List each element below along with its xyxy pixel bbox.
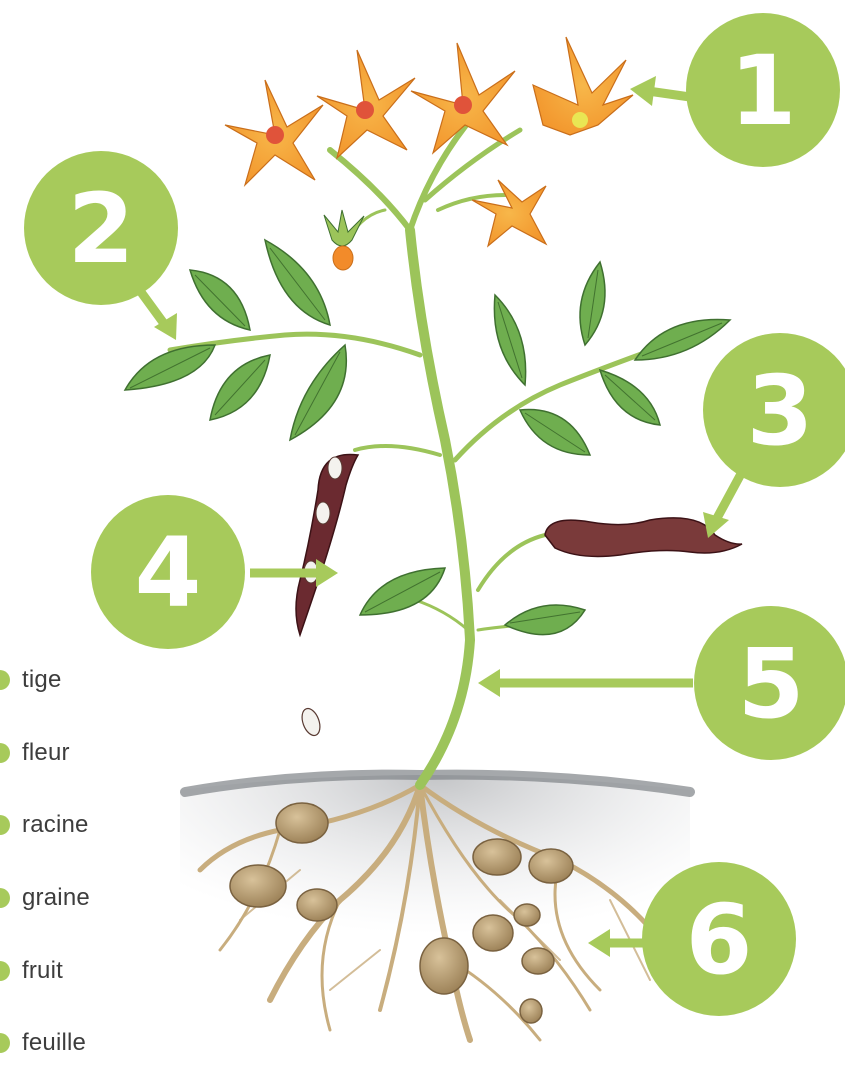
bullet-icon xyxy=(0,888,10,908)
badge-1: 1 xyxy=(686,13,840,167)
flowers xyxy=(225,37,633,270)
tuber xyxy=(473,915,513,951)
tuber xyxy=(522,948,554,974)
flower-bud xyxy=(324,210,364,270)
legend-label: racine xyxy=(22,811,89,839)
badge-2-number: 2 xyxy=(68,173,135,285)
arrow-1 xyxy=(630,76,690,106)
bullet-icon xyxy=(0,670,10,690)
tuber xyxy=(297,889,337,921)
tuber xyxy=(473,839,521,875)
leaf xyxy=(580,262,605,345)
legend-item-graine[interactable]: graine xyxy=(0,862,200,935)
bullet-icon xyxy=(0,961,10,981)
legend-label: fleur xyxy=(22,739,70,767)
bullet-icon xyxy=(0,815,10,835)
legend-label: feuille xyxy=(22,1029,86,1057)
badge-1-number: 1 xyxy=(730,35,797,147)
flower xyxy=(411,43,515,153)
main-stem xyxy=(410,230,470,785)
legend-label: graine xyxy=(22,884,90,912)
legend-label: fruit xyxy=(22,957,63,985)
pod-open xyxy=(296,454,358,635)
tuber xyxy=(230,865,286,907)
bullet-icon xyxy=(0,1033,10,1053)
flower xyxy=(317,50,415,158)
pods xyxy=(296,454,742,737)
legend-label: tige xyxy=(22,666,62,694)
bullet-icon xyxy=(0,743,10,763)
legend-item-feuille[interactable]: feuille xyxy=(0,1007,200,1080)
badge-5-number: 5 xyxy=(738,628,805,740)
badge-6-number: 6 xyxy=(686,884,753,996)
leaf xyxy=(265,240,330,325)
leaf xyxy=(505,605,585,635)
badge-6: 6 xyxy=(642,862,796,1016)
badge-5: 5 xyxy=(694,606,845,760)
arrow-3 xyxy=(703,472,742,538)
tuber xyxy=(529,849,573,883)
badge-2: 2 xyxy=(24,151,178,305)
arrow-5 xyxy=(478,669,693,697)
tuber xyxy=(420,938,468,994)
badge-3: 3 xyxy=(703,333,845,487)
legend-item-fruit[interactable]: fruit xyxy=(0,934,200,1007)
tuber xyxy=(276,803,328,843)
legend-item-fleur[interactable]: fleur xyxy=(0,717,200,790)
badge-4-number: 4 xyxy=(135,517,202,629)
tuber xyxy=(520,999,542,1023)
word-legend: tige fleur racine graine fruit feuille xyxy=(0,644,200,1080)
flower xyxy=(472,180,546,246)
tuber xyxy=(514,904,540,926)
root-zone xyxy=(180,775,690,1040)
legend-item-tige[interactable]: tige xyxy=(0,644,200,717)
loose-seed xyxy=(299,706,324,738)
badge-4: 4 xyxy=(91,495,245,649)
flower xyxy=(533,37,633,135)
badge-3-number: 3 xyxy=(747,355,814,467)
flower xyxy=(225,80,323,185)
legend-item-racine[interactable]: racine xyxy=(0,789,200,862)
